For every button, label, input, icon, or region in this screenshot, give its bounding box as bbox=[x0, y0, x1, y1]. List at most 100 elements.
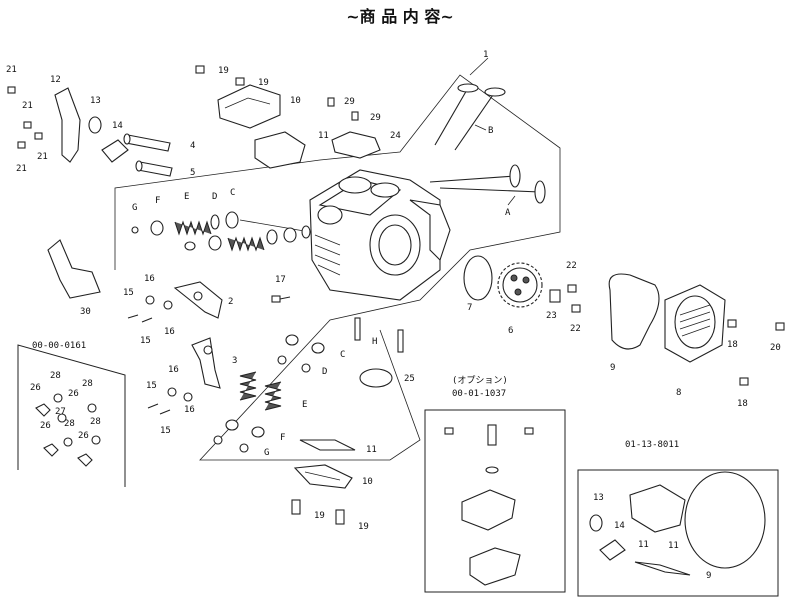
label-14: 14 bbox=[112, 121, 123, 131]
label-22b: 22 bbox=[570, 324, 581, 334]
tappet-cover-10-upper bbox=[217, 84, 281, 129]
label-21d: 21 bbox=[16, 164, 27, 174]
label-D: D bbox=[212, 192, 217, 202]
label-A: A bbox=[505, 208, 511, 218]
label-D-lower: D bbox=[322, 367, 327, 377]
label-13: 13 bbox=[90, 96, 101, 106]
label-16b: 16 bbox=[164, 327, 175, 337]
label-16d: 16 bbox=[184, 405, 195, 415]
label-28b: 28 bbox=[82, 379, 93, 389]
bolt-17 bbox=[271, 295, 291, 303]
label-1: 1 bbox=[483, 50, 488, 60]
cylinder-head bbox=[309, 169, 451, 301]
label-2: 2 bbox=[228, 297, 233, 307]
label-C-lower: C bbox=[340, 350, 345, 360]
label-26d: 26 bbox=[78, 431, 89, 441]
bolt-22a bbox=[567, 284, 577, 293]
label-B: B bbox=[488, 126, 493, 136]
label-25: 25 bbox=[404, 374, 415, 384]
label-18a: 18 bbox=[727, 340, 738, 350]
label-G-lower: G bbox=[264, 448, 269, 458]
label-19b: 19 bbox=[258, 78, 269, 88]
label-10: 10 bbox=[290, 96, 301, 106]
kit-b-parts bbox=[589, 471, 766, 576]
label-21c: 21 bbox=[37, 152, 48, 162]
kit-b-box bbox=[577, 469, 779, 597]
rocker-shaft-5 bbox=[135, 160, 173, 177]
bolt-20 bbox=[775, 322, 785, 331]
bolt-19b bbox=[235, 77, 245, 86]
gasket-9 bbox=[608, 273, 660, 350]
adjuster-screws bbox=[127, 295, 193, 415]
label-29b: 29 bbox=[370, 113, 381, 123]
stud-bolts bbox=[354, 317, 404, 353]
label-26b: 26 bbox=[68, 389, 79, 399]
label-29a: 29 bbox=[344, 97, 355, 107]
gasket-14 bbox=[101, 139, 129, 163]
label-27: 27 bbox=[55, 407, 66, 417]
label-17: 17 bbox=[275, 275, 286, 285]
label-9-kit: 9 bbox=[706, 571, 711, 581]
label-8: 8 bbox=[676, 388, 681, 398]
label-15d: 15 bbox=[160, 426, 171, 436]
tensioner-12 bbox=[54, 87, 81, 163]
label-11: 11 bbox=[318, 131, 329, 141]
label-10-lower: 10 bbox=[362, 477, 373, 487]
bolt-22b bbox=[571, 304, 581, 313]
label-G: G bbox=[132, 203, 137, 213]
label-28a: 28 bbox=[50, 371, 61, 381]
tappet-cover-10-lower bbox=[293, 464, 353, 489]
cam-sprocket-6 bbox=[497, 262, 543, 308]
label-5: 5 bbox=[190, 168, 195, 178]
label-16a: 16 bbox=[144, 274, 155, 284]
option-label: (オプション) bbox=[452, 375, 508, 386]
bolt-19c bbox=[291, 499, 301, 515]
label-15b: 15 bbox=[140, 336, 151, 346]
bolts-21 bbox=[7, 86, 43, 149]
label-19d: 19 bbox=[358, 522, 369, 532]
label-11-kit-a: 11 bbox=[638, 540, 649, 550]
label-6: 6 bbox=[508, 326, 513, 336]
o-ring-7 bbox=[463, 255, 493, 301]
intake-pipe-30 bbox=[47, 239, 101, 299]
label-3: 3 bbox=[232, 356, 237, 366]
kit-a-code: 00-00-0161 bbox=[32, 341, 86, 351]
label-15a: 15 bbox=[123, 288, 134, 298]
valve-spring-set-upper bbox=[131, 211, 311, 252]
rocker-arm-2 bbox=[173, 281, 223, 319]
kit-b-code: 01-13-8011 bbox=[625, 440, 679, 450]
label-F-lower: F bbox=[280, 433, 285, 443]
label-28d: 28 bbox=[90, 417, 101, 427]
label-11-lower: 11 bbox=[366, 445, 377, 455]
bolt-29a bbox=[327, 97, 335, 107]
gasket-11-upper bbox=[254, 131, 306, 169]
label-7: 7 bbox=[467, 303, 472, 313]
label-14-kit: 14 bbox=[614, 521, 625, 531]
side-cover-8 bbox=[664, 284, 726, 363]
label-26c: 26 bbox=[40, 421, 51, 431]
label-E: E bbox=[184, 192, 189, 202]
bolt-18a bbox=[727, 319, 737, 328]
label-19a: 19 bbox=[218, 66, 229, 76]
label-24: 24 bbox=[390, 131, 401, 141]
label-18b: 18 bbox=[737, 399, 748, 409]
leader-line-1 bbox=[469, 57, 489, 76]
rocker-arm-3 bbox=[191, 337, 221, 389]
option-code: 00-01-1037 bbox=[452, 389, 506, 399]
bolt-18b bbox=[739, 377, 749, 386]
option-parts bbox=[444, 424, 534, 586]
label-22a: 22 bbox=[566, 261, 577, 271]
kit-a-parts bbox=[35, 393, 101, 467]
label-21a: 21 bbox=[6, 65, 17, 75]
label-12: 12 bbox=[50, 75, 61, 85]
label-21b: 21 bbox=[22, 101, 33, 111]
bolt-19d bbox=[335, 509, 345, 525]
bolt-19a bbox=[195, 65, 205, 74]
collar-23 bbox=[549, 289, 561, 303]
label-13-kit: 13 bbox=[593, 493, 604, 503]
label-23: 23 bbox=[546, 311, 557, 321]
label-20: 20 bbox=[770, 343, 781, 353]
o-ring-25 bbox=[359, 368, 393, 388]
page-title: ~商 品 内 容~ bbox=[346, 7, 454, 26]
